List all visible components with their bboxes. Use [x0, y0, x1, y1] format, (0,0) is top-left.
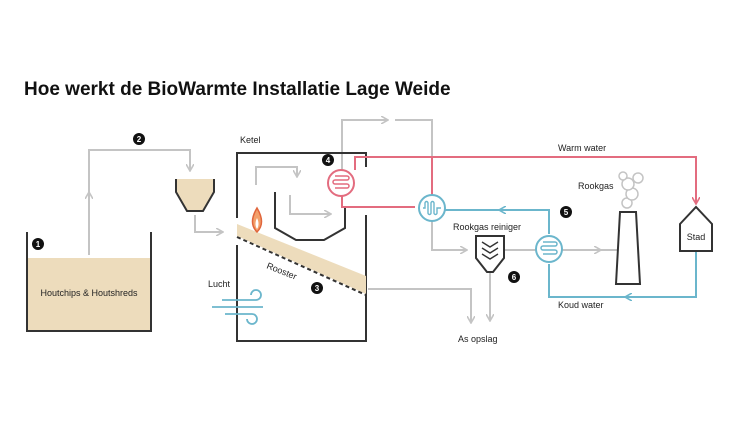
- as-opslag-label: As opslag: [458, 334, 498, 344]
- svg-text:1: 1: [36, 240, 41, 249]
- flame-icon: [251, 206, 263, 234]
- lucht-label: Lucht: [208, 279, 231, 289]
- page-title: Hoe werkt de BioWarmte Installatie Lage …: [24, 79, 451, 100]
- boiler-return-line: [341, 196, 415, 208]
- fuel-transport-line: [88, 149, 190, 255]
- step-1-badge: 1: [32, 238, 44, 250]
- svg-text:5: 5: [564, 208, 569, 217]
- economiser-icon: [535, 235, 563, 263]
- rooster-label: Rooster: [265, 261, 298, 282]
- warm-water-loop-boiler: [354, 156, 433, 195]
- ash-line-boiler: [368, 288, 471, 322]
- rookgas-reiniger-label: Rookgas reiniger: [453, 222, 521, 232]
- svg-text:6: 6: [512, 273, 517, 282]
- svg-text:2: 2: [137, 135, 142, 144]
- grate: [237, 224, 366, 294]
- step-4-badge: 4: [322, 154, 334, 166]
- step-2-badge: 2: [133, 133, 145, 145]
- fluegas-exit-line: [341, 120, 387, 170]
- step-5-badge: 5: [560, 206, 572, 218]
- step-6-badge: 6: [508, 271, 520, 283]
- warm-water-line: [432, 156, 696, 203]
- silo-outline: [26, 232, 152, 332]
- houtchips-label: Houtchips & Houtshreds: [40, 288, 138, 298]
- cold-water-to-hx: [500, 210, 550, 234]
- boiler-heat-exchanger-icon: [327, 169, 355, 197]
- svg-text:4: 4: [326, 156, 331, 165]
- boiler-outline: [236, 152, 367, 218]
- hopper-to-boiler-line: [194, 215, 222, 232]
- house-icon: [679, 205, 713, 252]
- chimney-icon: [614, 211, 642, 285]
- warm-water-label: Warm water: [558, 143, 606, 153]
- grate-dashes: [236, 236, 367, 296]
- smoke-icon: [618, 171, 644, 209]
- wind-icon: [212, 289, 263, 325]
- cold-water-return-line: [626, 232, 697, 297]
- silo-fill: [27, 258, 151, 330]
- ketel-label: Ketel: [240, 135, 261, 145]
- koud-water-label: Koud water: [558, 300, 604, 310]
- filter-icon: [475, 235, 505, 273]
- cold-water-line: [548, 264, 626, 298]
- inner-flow-top: [255, 166, 297, 185]
- svg-text:3: 3: [315, 284, 320, 293]
- inner-flow-lower: [289, 195, 330, 214]
- stad-label: Stad: [687, 232, 706, 242]
- heat-exchanger-icon: [418, 194, 446, 222]
- boiler-baffle: [274, 192, 346, 241]
- rookgas-label: Rookgas: [578, 181, 614, 191]
- hopper: [175, 179, 215, 212]
- step-3-badge: 3: [311, 282, 323, 294]
